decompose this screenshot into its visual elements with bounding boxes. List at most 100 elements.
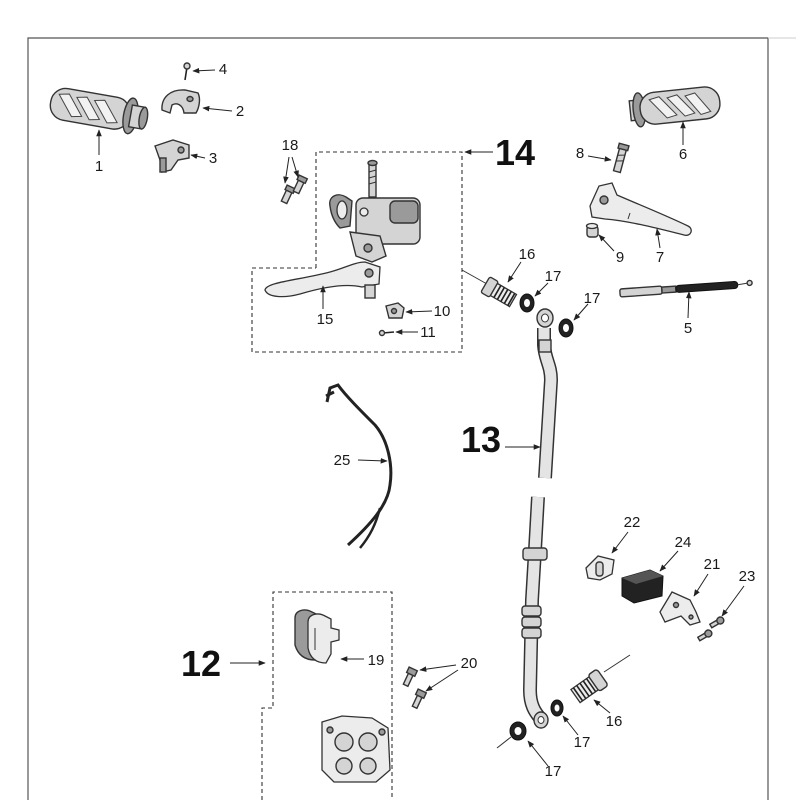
hose-collar [522, 547, 548, 561]
leader-line-18a [283, 156, 290, 184]
screw [696, 629, 713, 642]
group-14-dashed-box [251, 151, 463, 353]
part-2-clamp [161, 89, 201, 114]
callout-label: 17 [545, 763, 562, 780]
hose-lower-banjo-hole [537, 716, 545, 724]
screw-thread [616, 160, 624, 162]
washer-hole [563, 324, 569, 332]
cable-nipple [746, 279, 753, 287]
pivot-bolt [363, 243, 373, 253]
clamp-hole [186, 95, 194, 103]
clamp-body [161, 89, 201, 114]
bracket-stem [159, 157, 167, 173]
part-5-cable [619, 279, 753, 298]
callout-label: 4 [219, 61, 227, 78]
part-25-wire [325, 383, 393, 549]
part-19-brake-pads [294, 609, 340, 664]
callout-label: 5 [684, 320, 692, 337]
bolt-thread [576, 685, 587, 700]
part-21-bracket [659, 591, 701, 626]
hose-fitting-segment [521, 616, 542, 628]
screw-head [183, 62, 191, 70]
callout-label: 10 [434, 303, 451, 320]
clip-hole [390, 307, 398, 315]
screw-head [716, 616, 725, 625]
leader-line-3 [190, 153, 206, 160]
leader-line-17b [573, 303, 589, 321]
bolt-thread [579, 682, 590, 697]
lever-edge [627, 212, 631, 220]
cable-inner-wire [737, 282, 748, 286]
screw-head [617, 142, 630, 152]
screw-thread [368, 181, 377, 185]
callout-label: 21 [704, 556, 721, 573]
group-label-brake-hose: 13 [461, 419, 501, 460]
callout-label: 1 [95, 158, 103, 175]
part-17-washer [509, 721, 527, 741]
grip-groove [684, 92, 712, 116]
callout-label: 3 [209, 150, 217, 167]
leader-line-5 [685, 291, 692, 319]
caliper-piston [358, 732, 378, 752]
caliper [321, 715, 391, 783]
caliper-body [321, 715, 391, 783]
hose-upper-banjo-hole [541, 313, 549, 323]
callout-label: 25 [334, 452, 351, 469]
part-15-lever [264, 261, 381, 299]
screw-thread [617, 154, 625, 156]
lever-pin [364, 284, 376, 299]
part-17-washer [550, 699, 564, 717]
part-18-screws [280, 174, 309, 205]
bolt-head [414, 688, 428, 700]
grip-groove [666, 94, 696, 117]
group-label-master-cylinder: 14 [495, 132, 535, 173]
part-16-banjo-bolt-upper [480, 276, 518, 308]
washer-hole [524, 299, 530, 307]
grip-groove [93, 99, 118, 124]
leader-line-17c [562, 715, 579, 736]
reservoir-screw [368, 162, 377, 198]
leader-line-17a [534, 282, 549, 297]
grip-groove [76, 96, 101, 121]
washer-hole [514, 727, 522, 735]
clip-tab [595, 561, 604, 577]
screw-head [378, 329, 386, 337]
leader-line-21 [693, 573, 709, 597]
callout-label: 19 [368, 652, 385, 669]
bolt-thread [582, 680, 594, 695]
lever-pivot [364, 268, 374, 278]
screw-head [704, 629, 713, 638]
bolt-thread [496, 287, 506, 300]
bolt [411, 688, 428, 710]
callout-label: 7 [656, 249, 664, 266]
part-9-bushing [585, 222, 599, 238]
leader-line-4 [192, 67, 216, 74]
callout-labels: 4 2 3 1 18 8 6 16 9 7 17 17 10 15 5 11 2… [95, 61, 756, 780]
lever-pivot [599, 195, 609, 205]
bracket-hole [177, 146, 185, 154]
clamp-bore [336, 200, 348, 220]
part-20-bolts [402, 666, 428, 710]
part-24-block [621, 569, 664, 604]
screw [292, 174, 309, 195]
screw-head [367, 159, 378, 167]
part-17-washer [558, 318, 574, 338]
leader-line-18b [291, 156, 299, 178]
leader-line-16-upper [507, 261, 522, 283]
caliper-mount-hole [326, 726, 334, 734]
bolt-head [405, 666, 419, 678]
leader-line-10 [405, 308, 433, 315]
part-3-bracket [154, 139, 190, 173]
callout-label: 17 [584, 290, 601, 307]
wire-hook [325, 390, 335, 398]
lever-body [264, 261, 381, 298]
caliper-mount-hole [378, 728, 386, 736]
grip-groove [58, 93, 83, 118]
leader-line-2 [202, 105, 233, 112]
part-16-banjo-bolt-lower [570, 669, 608, 704]
leader-line-17d [527, 740, 549, 767]
callout-label: 6 [679, 146, 687, 163]
screw [708, 616, 725, 629]
